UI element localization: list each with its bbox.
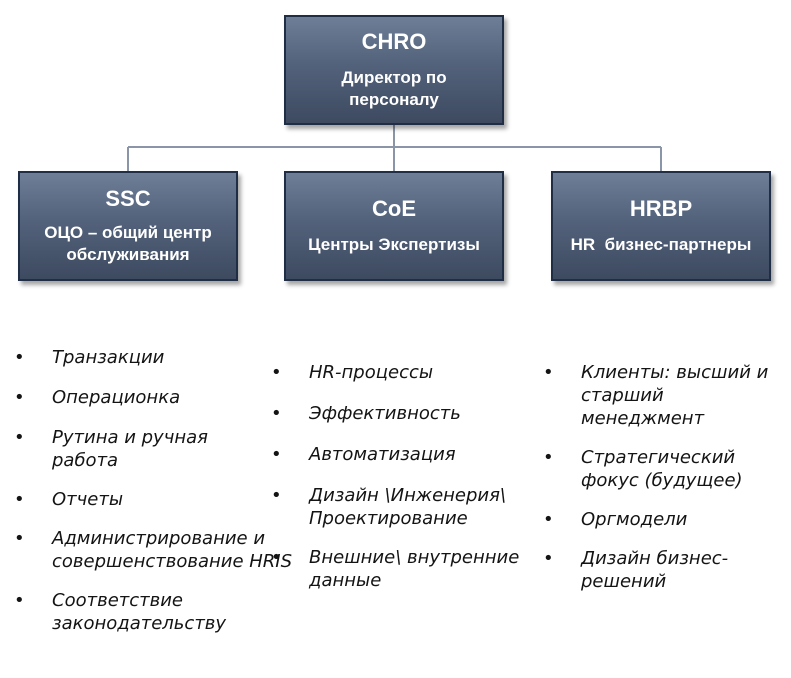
chro-box: CHRO Директор по персоналу [284,15,504,125]
ssc-responsibilities: Транзакции Операционка Рутина и ручная р… [14,346,294,635]
hrbp-responsibilities: Клиенты: высший и старший менеджмент Стр… [543,361,788,593]
coe-desc: Центры Экспертизы [308,235,480,254]
list-item: Дизайн бизнес-решений [543,547,751,593]
hrbp-box: HRBP HR бизнес-партнеры [551,171,771,281]
ssc-desc: ОЦО – общий центр обслуживания [44,223,212,264]
list-item: Стратегический фокус (будущее) [543,446,771,492]
coe-code: CoE [372,196,416,221]
hrbp-desc: HR бизнес-партнеры [570,235,752,254]
list-item: Эффективность [271,402,541,425]
list-item: Рутина и ручная работа [14,426,242,472]
list-item: Операционка [14,386,294,409]
ssc-code: SSC [105,186,151,211]
ssc-box: SSC ОЦО – общий центр обслуживания [18,171,238,281]
hrbp-code: HRBP [629,196,693,221]
list-item: Администрирование и совершенствование HR… [14,527,292,573]
list-item: Соответствие законодательству [14,589,262,635]
list-item: Автоматизация [271,443,541,466]
chro-code: CHRO [361,29,427,54]
list-item: Клиенты: высший и старший менеджмент [543,361,786,430]
list-item: Отчеты [14,488,294,511]
coe-box: CoE Центры Экспертизы [284,171,504,281]
list-item: Дизайн \Инженерия\ Проектирование [271,484,539,530]
coe-responsibilities: HR-процессы Эффективность Автоматизация … [271,361,541,592]
list-item: Оргмодели [543,508,788,531]
list-item: Внешние\ внутренние данные [271,546,524,592]
chro-desc: Директор по персоналу [341,68,447,109]
list-item: Транзакции [14,346,294,369]
list-item: HR-процессы [271,361,541,384]
